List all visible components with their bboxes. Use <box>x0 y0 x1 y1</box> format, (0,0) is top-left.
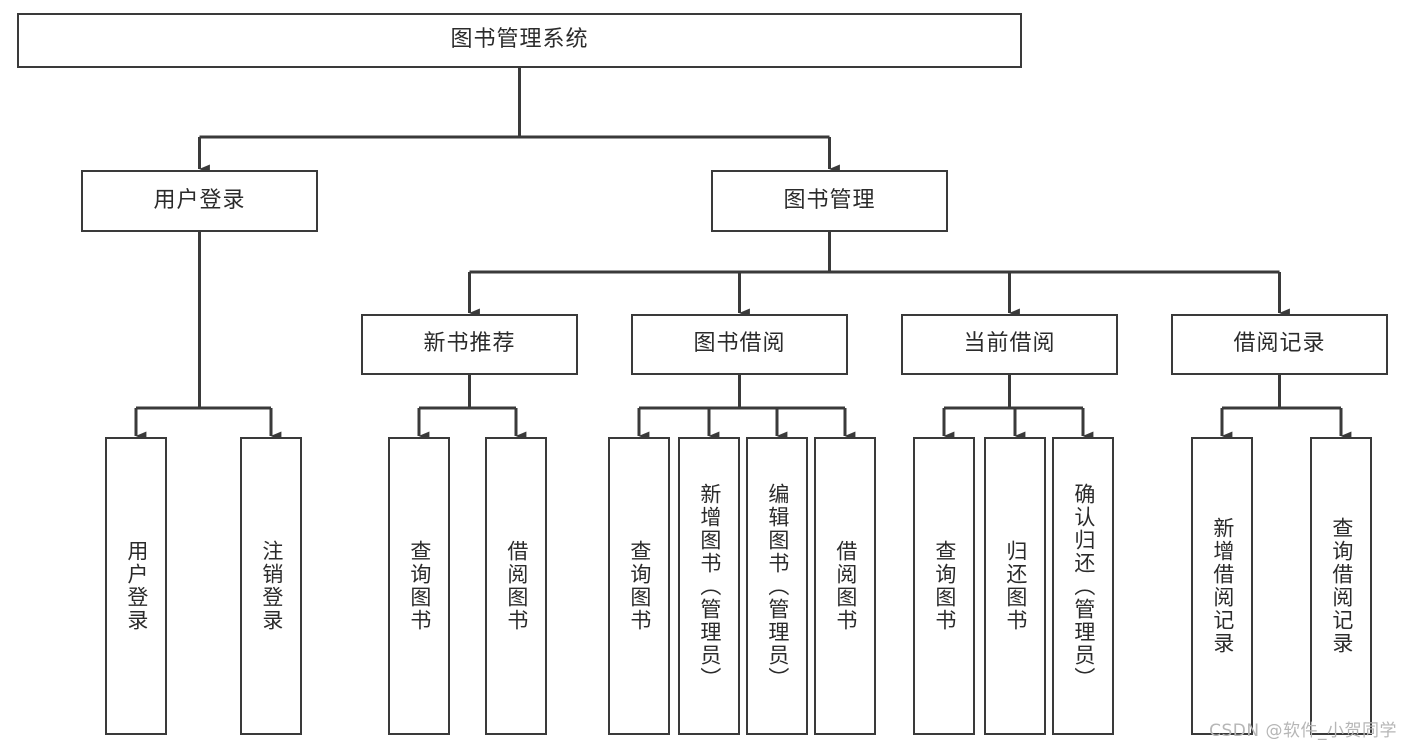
node-leaf-新增借阅记录-11[interactable]: 新增借阅记录 <box>1191 437 1253 735</box>
node-leaf-确认归还管理员-10[interactable]: 确认归还（管理员） <box>1052 437 1114 735</box>
node-leaf-注销登录-1[interactable]: 注销登录 <box>240 437 302 735</box>
node-label: 借阅记录 <box>1233 331 1326 357</box>
node-label: 借阅图书 <box>833 540 858 632</box>
node-label: 图书借阅 <box>693 331 786 357</box>
node-l2-用户登录-0[interactable]: 用户登录 <box>81 170 318 232</box>
node-root-图书管理系统-0[interactable]: 图书管理系统 <box>17 13 1022 68</box>
node-label: 查询图书 <box>932 540 957 632</box>
node-leaf-归还图书-9[interactable]: 归还图书 <box>984 437 1046 735</box>
node-label: 新书推荐 <box>423 331 516 357</box>
node-label: 借阅图书 <box>504 540 529 632</box>
node-label: 当前借阅 <box>963 331 1056 357</box>
node-leaf-编辑图书管理员-6[interactable]: 编辑图书（管理员） <box>746 437 808 735</box>
node-l3-借阅记录-3[interactable]: 借阅记录 <box>1171 314 1388 375</box>
node-label: 注销登录 <box>259 540 284 632</box>
node-l2-图书管理-1[interactable]: 图书管理 <box>711 170 948 232</box>
node-label: 查询图书 <box>627 540 652 632</box>
node-leaf-查询图书-8[interactable]: 查询图书 <box>913 437 975 735</box>
node-label: 编辑图书（管理员） <box>765 482 790 690</box>
node-leaf-借阅图书-3[interactable]: 借阅图书 <box>485 437 547 735</box>
node-label: 新增借阅记录 <box>1210 517 1235 655</box>
node-label: 确认归还（管理员） <box>1071 482 1096 690</box>
watermark-text: CSDN @软件_小贺同学 <box>1209 721 1397 741</box>
node-leaf-借阅图书-7[interactable]: 借阅图书 <box>814 437 876 735</box>
node-label: 查询图书 <box>407 540 432 632</box>
node-label: 查询借阅记录 <box>1329 517 1354 655</box>
node-l3-新书推荐-0[interactable]: 新书推荐 <box>361 314 578 375</box>
node-leaf-用户登录-0[interactable]: 用户登录 <box>105 437 167 735</box>
node-leaf-查询图书-2[interactable]: 查询图书 <box>388 437 450 735</box>
node-l3-当前借阅-2[interactable]: 当前借阅 <box>901 314 1118 375</box>
node-leaf-查询图书-4[interactable]: 查询图书 <box>608 437 670 735</box>
node-label: 用户登录 <box>153 187 246 213</box>
node-l3-图书借阅-1[interactable]: 图书借阅 <box>631 314 848 375</box>
node-label: 归还图书 <box>1003 540 1028 632</box>
node-label: 图书管理系统 <box>450 27 589 53</box>
node-label: 用户登录 <box>124 540 149 632</box>
node-leaf-新增图书管理员-5[interactable]: 新增图书（管理员） <box>678 437 740 735</box>
node-label: 图书管理 <box>783 187 876 213</box>
node-label: 新增图书（管理员） <box>697 482 722 690</box>
node-leaf-查询借阅记录-12[interactable]: 查询借阅记录 <box>1310 437 1372 735</box>
